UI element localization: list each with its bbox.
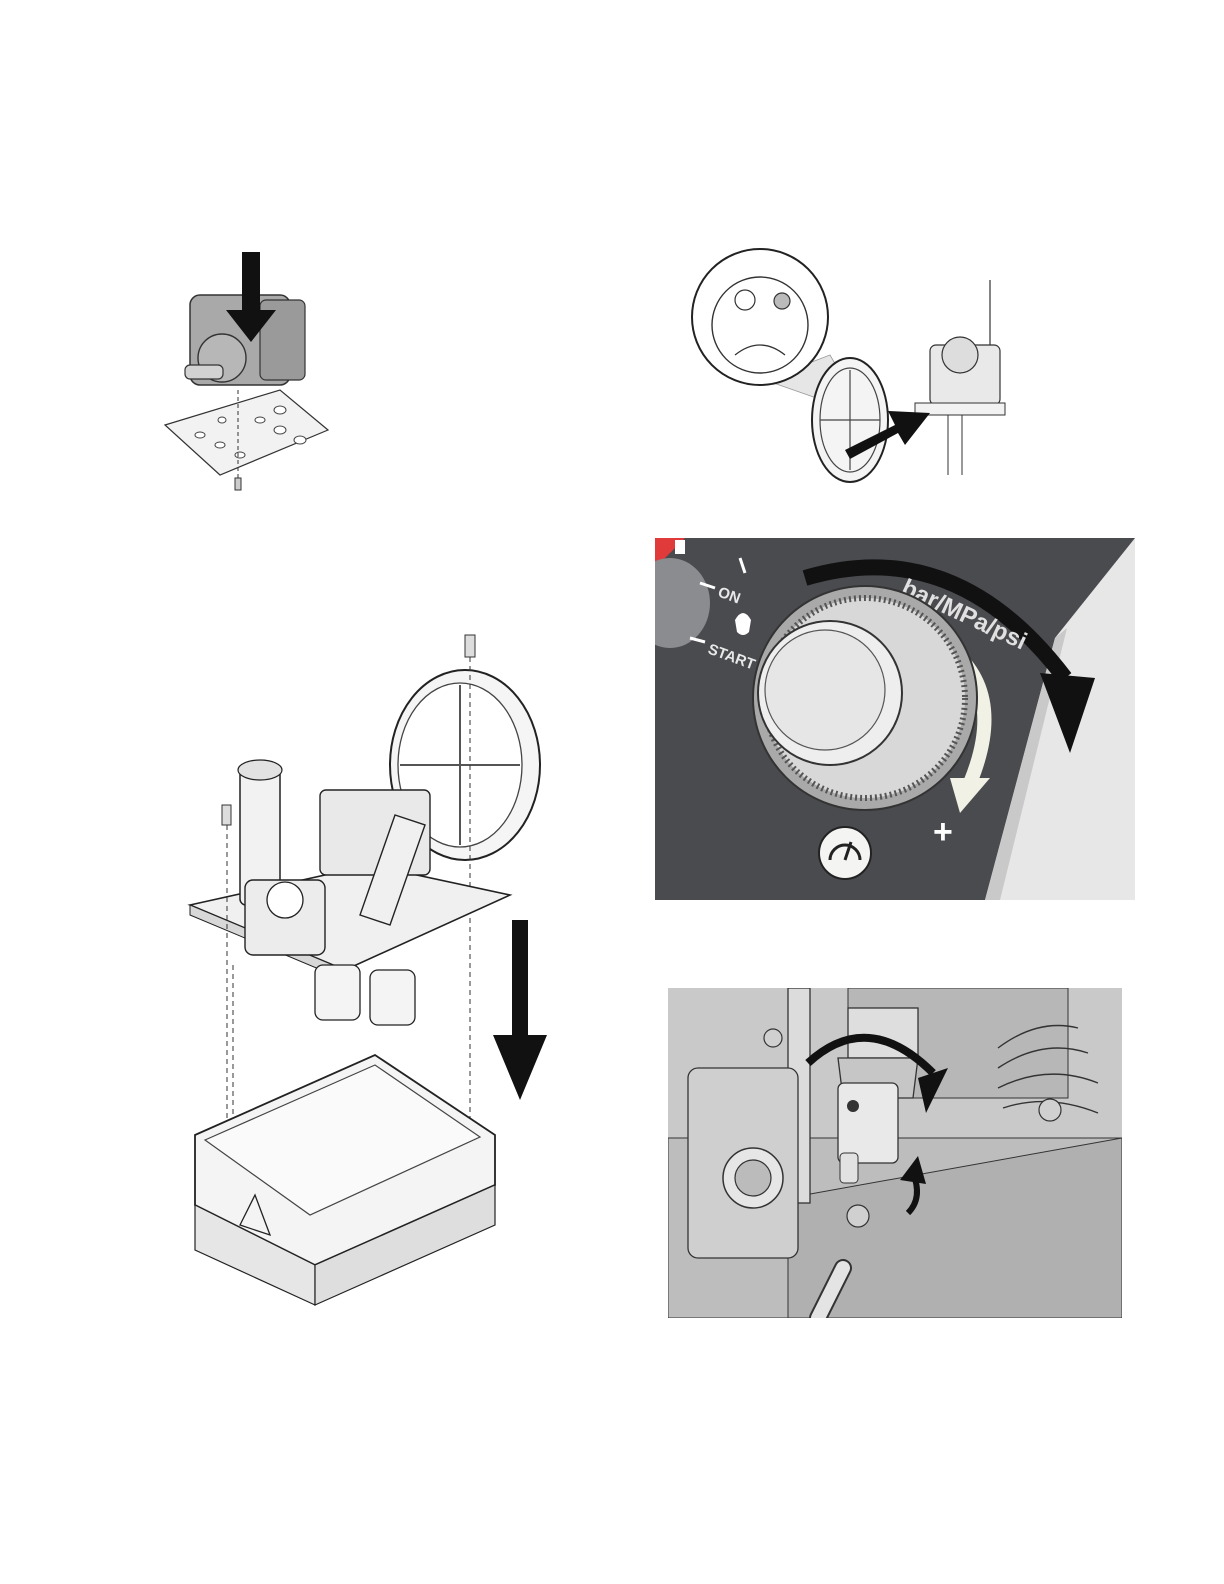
pump-removal-down-arrow-icon bbox=[185, 625, 560, 1315]
pump-mount-figure bbox=[160, 240, 330, 500]
belt-alignment-magnifier-icon bbox=[690, 245, 1010, 490]
pressure-knob-figure: ON START bar/MPa/psi + bbox=[655, 538, 1135, 900]
pressure-control-panel-icon: ON START bar/MPa/psi + bbox=[655, 538, 1135, 900]
pump-remove-figure bbox=[185, 625, 560, 1315]
rotate-arrows-icon bbox=[668, 988, 1122, 1318]
pump-mount-arrow-icon bbox=[160, 240, 330, 500]
nut-tighten-figure bbox=[668, 988, 1122, 1318]
belt-align-figure bbox=[690, 245, 1010, 490]
plus-label: + bbox=[933, 813, 953, 851]
